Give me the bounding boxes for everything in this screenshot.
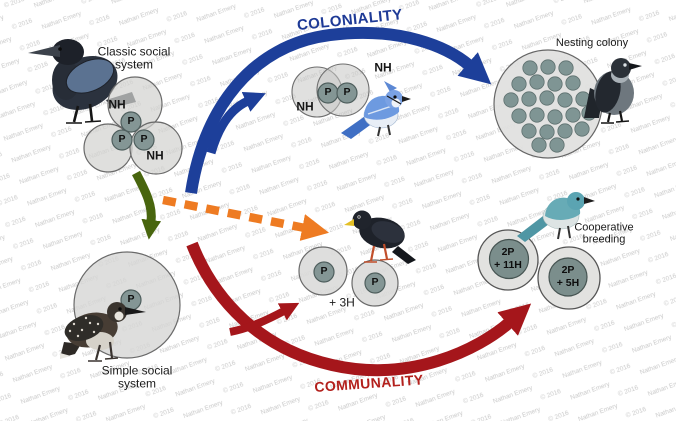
pair-label: P — [343, 86, 351, 99]
jackdaw-bird-illustration — [584, 58, 642, 124]
nutcracker-bird-illustration — [60, 302, 146, 362]
descent-arrow-green — [132, 170, 162, 240]
nest-dot — [531, 137, 547, 153]
group-size-label: 2P + 11H — [494, 245, 522, 271]
pair-label: P — [127, 293, 135, 306]
nest-dot — [558, 60, 574, 76]
nest-dot — [574, 121, 590, 137]
group-size-label: 2P + 5H — [556, 263, 580, 289]
nest-dot — [547, 76, 563, 92]
pair-label: P — [127, 115, 135, 128]
colonial-pair-circles — [291, 63, 370, 118]
coloniality-arrow — [185, 26, 492, 194]
communality-arrow — [186, 241, 532, 377]
nh-label: NH — [146, 148, 164, 163]
nest-dot — [522, 60, 538, 76]
nest-dot — [539, 124, 555, 140]
pair-label: P — [371, 276, 379, 289]
nesting-colony-label: Nesting colony — [555, 36, 629, 49]
cooperative-breeding-circles — [477, 229, 601, 310]
transition-arrow-dashed — [162, 195, 330, 241]
pair-label: P — [320, 265, 328, 278]
nest-dot — [540, 59, 556, 75]
nesting-colony-circle — [493, 49, 603, 159]
nest-dot — [547, 109, 563, 125]
classic-system-label: Classic social system — [97, 44, 171, 72]
nest-dot — [529, 107, 545, 123]
scrub-jay-bird-illustration — [517, 192, 595, 242]
nest-dot — [503, 92, 519, 108]
cooperative-breeding-label: Cooperative breeding — [574, 221, 634, 246]
pair-label: P — [140, 133, 148, 146]
nest-dot — [521, 123, 537, 139]
nest-dots — [503, 59, 597, 153]
helpers-count-label: + 3H — [329, 295, 355, 310]
nh-label: NH — [296, 99, 314, 114]
nh-label: NH — [108, 97, 126, 112]
nh-label: NH — [374, 60, 392, 75]
communality-branch-arrow — [229, 302, 300, 336]
nest-dot — [557, 92, 573, 108]
chough-bird-illustration — [344, 210, 416, 264]
nest-dot — [511, 76, 527, 92]
pair-label: P — [324, 86, 332, 99]
nest-dot — [565, 107, 581, 123]
classic-system-circles — [83, 76, 183, 175]
nest-dot — [565, 75, 581, 91]
simple-system-label: Simple social system — [101, 363, 173, 391]
nest-dot — [549, 137, 565, 153]
nest-dot — [557, 123, 573, 139]
blue-jay-bird-illustration — [341, 81, 411, 139]
coloniality-branch-arrow — [206, 91, 266, 155]
pair-label: P — [118, 133, 126, 146]
crow-bird-illustration — [28, 39, 136, 124]
nest-dot — [511, 108, 527, 124]
nest-dot — [529, 74, 545, 90]
nest-dot — [539, 90, 555, 106]
nest-dot — [521, 91, 537, 107]
communal-pair-circles — [298, 246, 399, 307]
